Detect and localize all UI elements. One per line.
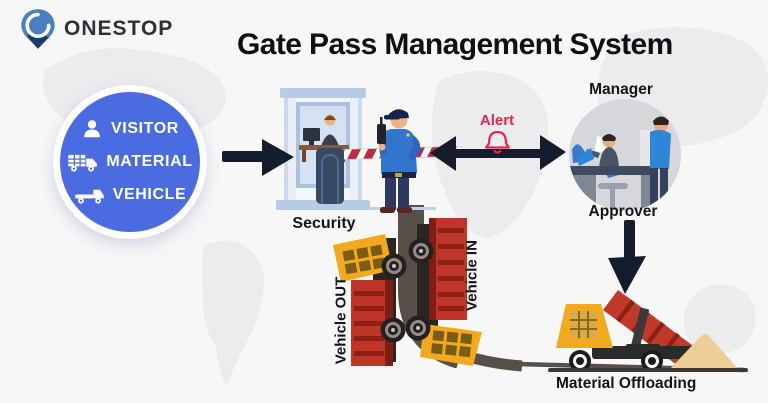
security-booth [276,88,436,210]
manager-label: Manager [589,81,653,98]
material-offloading-label: Material Offloading [556,375,697,392]
alert-bell-icon [485,130,510,154]
manager-approver-scene [569,99,681,211]
pin-logo-icon [21,9,55,49]
truck-wheels [380,238,434,343]
dump-truck [548,290,748,372]
security-guard [377,109,421,213]
alert-label: Alert [479,112,515,129]
sand-pile [668,334,740,371]
brand-name: ONESTOP [64,17,174,40]
entry-row-material: MATERIAL [67,149,192,175]
security-label: Security [292,215,356,232]
material-truck-icon [68,154,98,172]
entry-label-vehicle: VEHICLE [112,186,187,203]
entry-row-vehicle: VEHICLE [74,182,187,208]
entry-row-visitor: VISITOR [81,116,179,142]
visitor-person-icon [84,120,100,138]
vehicle-truck-icon [74,189,104,204]
page-title: Gate Pass Management System [237,28,673,61]
brand-logo: ONESTOP [20,8,173,50]
entry-arrow [222,139,294,176]
approver-label: Approver [588,203,658,220]
vehicle-out-label: Vehicle OUT [332,276,350,365]
entry-label-visitor: VISITOR [111,120,179,137]
vehicle-in-label: Vehicle IN [463,240,481,311]
entry-types-circle: VISITOR MATERIAL VEHICLE [53,85,207,239]
approval-down-arrow [608,220,646,294]
entry-label-material: MATERIAL [106,153,193,170]
